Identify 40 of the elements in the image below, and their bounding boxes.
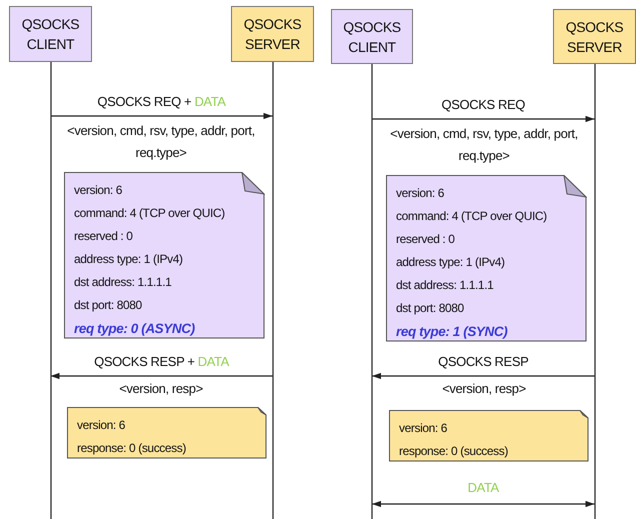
message-label: DATA: [468, 480, 499, 495]
note-text: command: 4 (TCP over QUIC): [396, 208, 547, 225]
message-label: QSOCKS REQ + DATA: [97, 94, 226, 109]
message-label: QSOCKS REQ: [442, 97, 525, 112]
note-text: response: 0 (success): [77, 440, 186, 457]
participant-box: QSOCKS SERVER: [553, 9, 636, 64]
message-fields-text: <version, cmd, rsv, type, addr, port, req.type>: [390, 126, 578, 163]
note-text: response: 0 (success): [399, 443, 508, 460]
message-label: QSOCKS RESP + DATA: [94, 354, 229, 369]
note-text: dst address: 1.1.1.1: [74, 274, 172, 291]
note-box: [67, 407, 267, 459]
note-text: address type: 1 (IPv4): [396, 254, 505, 271]
note-text: version: 6: [77, 417, 126, 434]
message-arrow: [50, 372, 272, 380]
message-fields-text: <version, resp>: [442, 381, 526, 396]
participant-box: QSOCKS CLIENT: [9, 6, 92, 62]
message-arrow: [50, 112, 272, 120]
note-text: command: 4 (TCP over QUIC): [74, 205, 225, 222]
participant-box: QSOCKS SERVER: [231, 6, 314, 62]
note-text: version: 6: [399, 420, 448, 437]
note-text: req type: 0 (ASYNC): [74, 320, 195, 338]
participant-box: QSOCKS CLIENT: [331, 9, 413, 64]
message-arrow: [372, 500, 594, 508]
message-label: QSOCKS RESP: [438, 354, 528, 369]
note-text: version: 6: [396, 185, 444, 202]
note-text: req type: 1 (SYNC): [396, 323, 508, 341]
message-fields-text: <version, cmd, rsv, type, addr, port, req.type>: [67, 123, 255, 160]
note-text: address type: 1 (IPv4): [74, 251, 183, 268]
note-text: dst port: 8080: [396, 300, 464, 317]
message-fields-text: <version, resp>: [119, 381, 203, 396]
note-box: [64, 172, 265, 339]
note-text: version: 6: [74, 182, 122, 199]
note-text: dst port: 8080: [74, 297, 142, 314]
note-box: [389, 410, 589, 462]
note-text: dst address: 1.1.1.1: [396, 277, 494, 294]
message-arrow: [372, 372, 594, 380]
note-box: [386, 175, 587, 342]
message-arrow: [372, 116, 594, 122]
note-text: reserved : 0: [74, 228, 133, 245]
note-text: reserved : 0: [396, 231, 455, 248]
